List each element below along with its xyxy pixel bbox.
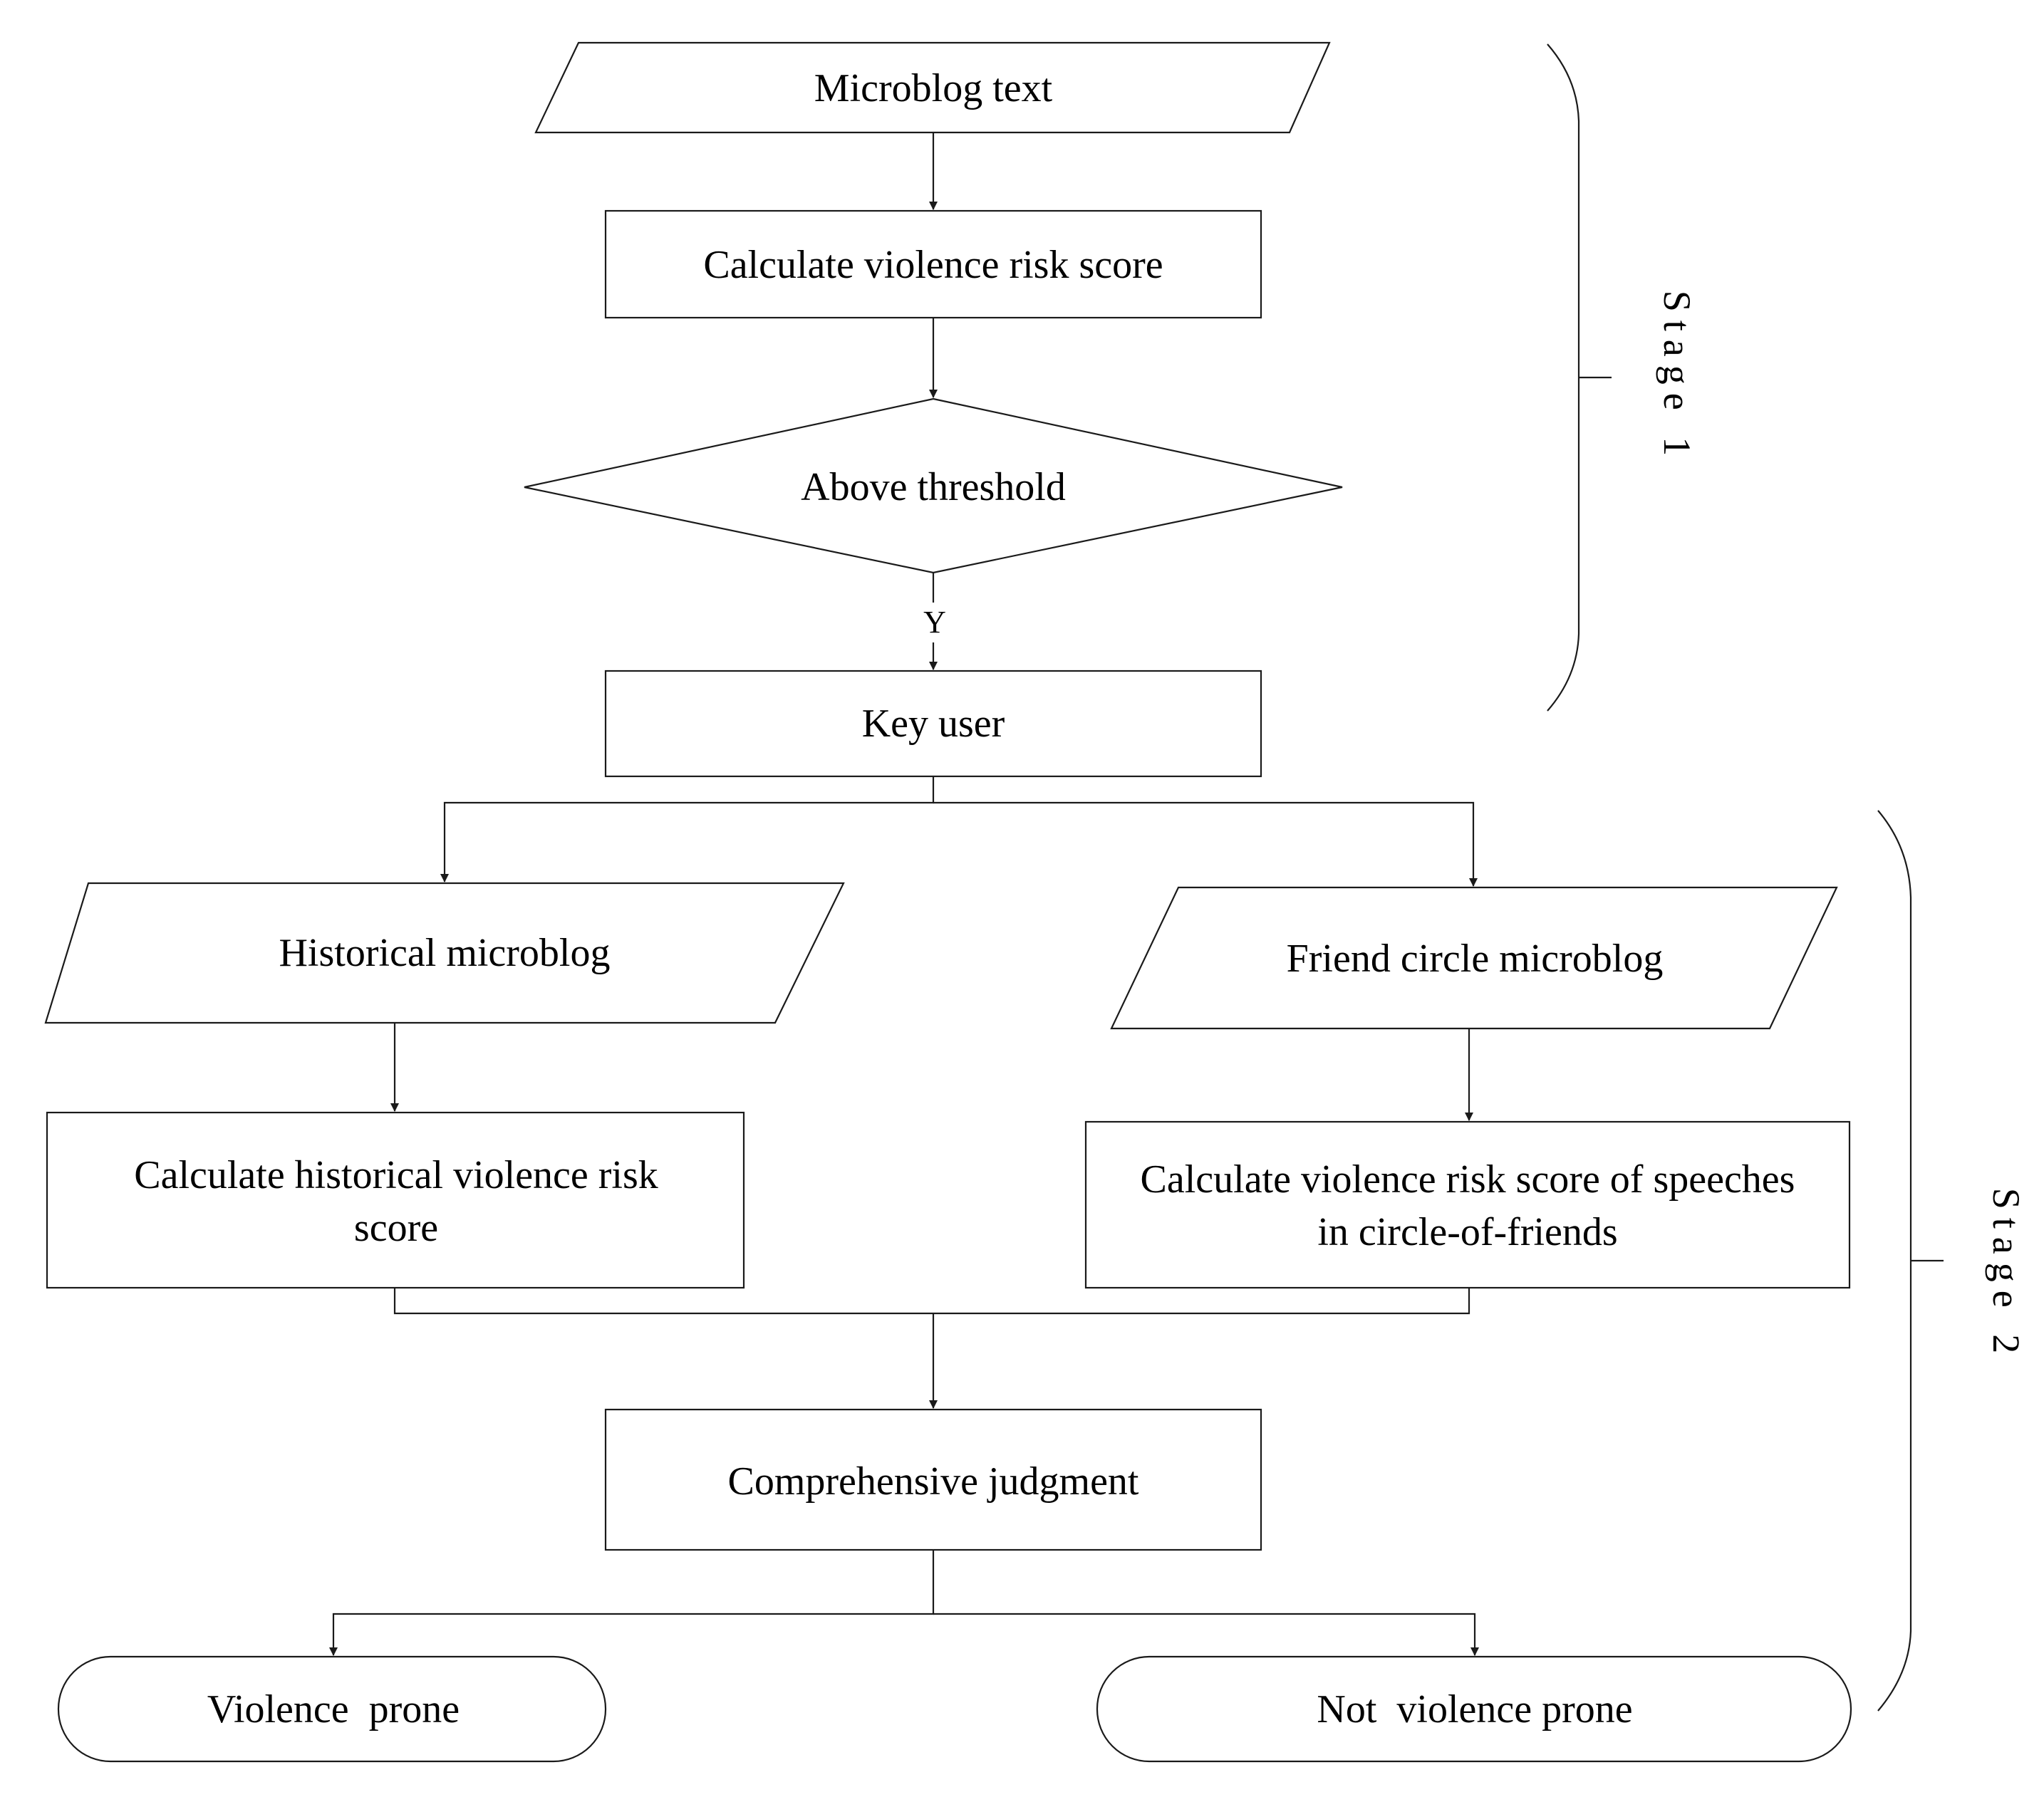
node-calc-historical: Calculate historical violence risk score xyxy=(46,1111,745,1289)
node-label: Not violence prone xyxy=(1317,1687,1632,1731)
edge-keyuser-split xyxy=(440,776,935,882)
node-label: Key user xyxy=(862,702,1005,746)
node-label: Violence prone xyxy=(207,1687,460,1731)
node-label-line2: score xyxy=(354,1206,438,1250)
node-not-violence-prone: Not violence prone xyxy=(1096,1655,1852,1763)
process-box xyxy=(604,209,1262,319)
edge-merge-calcs xyxy=(393,1288,1470,1315)
input-parallelogram xyxy=(44,882,845,1024)
stage-2-brace: Stage 2 xyxy=(1877,810,2028,1712)
node-calc-friends: Calculate violence risk score of speeche… xyxy=(1084,1120,1851,1289)
node-label-line1: Calculate violence risk score of speeche… xyxy=(1141,1157,1795,1202)
brace-curve xyxy=(1877,810,1912,1712)
connectors xyxy=(329,132,1479,1656)
input-parallelogram xyxy=(1110,886,1838,1030)
process-box xyxy=(1084,1120,1851,1289)
stage-2-label: Stage 2 xyxy=(1985,1188,2028,1362)
decision-diamond xyxy=(524,397,1343,574)
process-box xyxy=(604,1408,1262,1551)
terminal-pill xyxy=(1096,1655,1852,1763)
node-calculate-score: Calculate violence risk score xyxy=(604,209,1262,319)
stage-1-brace: Stage 1 xyxy=(1547,43,1698,712)
input-parallelogram xyxy=(534,41,1331,134)
node-comprehensive-judgment: Comprehensive judgment xyxy=(604,1408,1262,1551)
node-label: Calculate violence risk score xyxy=(703,243,1163,287)
node-label: Microblog text xyxy=(814,66,1053,110)
node-label: Above threshold xyxy=(801,465,1066,509)
node-friend-circle-microblog: Friend circle microblog xyxy=(1110,886,1838,1030)
brace-curve xyxy=(1547,43,1580,712)
process-box xyxy=(46,1111,745,1289)
edge-keyuser-to-friend xyxy=(933,801,1478,887)
node-label: Historical microblog xyxy=(279,931,610,975)
edge-judgment-to-not-prone xyxy=(933,1613,1479,1656)
stage-1-label: Stage 1 xyxy=(1656,291,1698,464)
node-historical-microblog: Historical microblog xyxy=(44,882,845,1024)
decision-yes-label: Y xyxy=(923,605,946,640)
node-above-threshold: Above threshold xyxy=(524,397,1343,574)
node-label: Comprehensive judgment xyxy=(727,1459,1138,1504)
node-label-line2: in circle-of-friends xyxy=(1317,1210,1617,1254)
edge-judgment-split xyxy=(329,1550,935,1656)
process-box xyxy=(604,670,1262,778)
node-label: Friend circle microblog xyxy=(1287,937,1664,981)
terminal-pill xyxy=(57,1655,607,1763)
node-violence-prone: Violence prone xyxy=(57,1655,607,1763)
node-label-line1: Calculate historical violence risk xyxy=(134,1153,658,1197)
node-key-user: Key user xyxy=(604,670,1262,778)
node-microblog-text: Microblog text xyxy=(534,41,1331,134)
